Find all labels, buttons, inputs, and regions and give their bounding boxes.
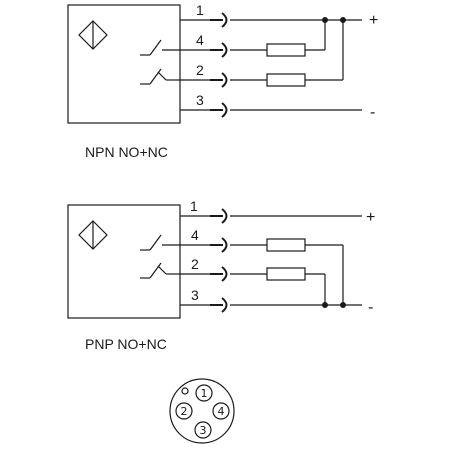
pnp-pin-3-label: 3 <box>191 287 199 303</box>
npn-nc-switch-icon <box>140 68 180 85</box>
pnp-caption: PNP NO+NC <box>85 336 167 352</box>
pnp-sensor-body <box>67 204 181 319</box>
pnp-pin-leads <box>180 208 228 313</box>
npn-pin-1-label: 1 <box>196 2 204 18</box>
pnp-load-resistor-1 <box>266 238 306 252</box>
connector-pin-3 <box>194 421 212 439</box>
npn-pin-2-label: 2 <box>196 62 204 78</box>
npn-no-switch-icon <box>140 39 180 56</box>
pnp-nc-switch-icon <box>140 262 180 279</box>
npn-external-wiring <box>230 17 362 111</box>
npn-pin-leads <box>180 12 228 118</box>
connector-key-mark <box>181 387 189 395</box>
npn-pin-3-label: 3 <box>196 92 204 108</box>
npn-diagram: 1 4 2 3 + - NPN NO+NC <box>67 2 378 160</box>
pnp-diagram: 1 4 2 3 + - PNP NO+NC <box>67 198 375 352</box>
npn-pin-4-label: 4 <box>196 32 204 48</box>
npn-proximity-icon <box>78 20 108 50</box>
connector-pin-4 <box>212 402 230 420</box>
connector-pinout: 1 2 4 3 <box>169 378 235 444</box>
npn-load-resistor-1 <box>266 43 306 57</box>
pnp-minus-sign: - <box>368 299 373 316</box>
pnp-plus-sign: + <box>366 209 375 226</box>
pnp-pin-4-label: 4 <box>191 227 199 243</box>
pnp-no-switch-icon <box>140 234 180 251</box>
npn-caption: NPN NO+NC <box>85 144 168 160</box>
connector-pin-2-label: 2 <box>181 405 188 418</box>
npn-junction-dot-2 <box>340 17 346 23</box>
connector-pin-4-label: 4 <box>218 405 225 418</box>
npn-minus-sign: - <box>370 104 375 121</box>
npn-sensor-body <box>67 4 181 124</box>
pnp-proximity-icon <box>78 220 108 250</box>
pnp-external-wiring <box>230 215 362 308</box>
npn-plus-sign: + <box>369 12 378 29</box>
pnp-load-resistor-2 <box>266 267 306 281</box>
npn-load-resistor-2 <box>266 73 306 87</box>
connector-pin-3-label: 3 <box>200 424 207 437</box>
pnp-pin-1-label: 1 <box>190 198 198 214</box>
pnp-pin-2-label: 2 <box>191 256 199 272</box>
connector-pin-1 <box>195 384 213 402</box>
connector-pin-1-label: 1 <box>201 387 208 400</box>
npn-junction-dot-1 <box>322 17 328 23</box>
connector-outline <box>169 378 235 444</box>
connector-pin-2 <box>175 402 193 420</box>
